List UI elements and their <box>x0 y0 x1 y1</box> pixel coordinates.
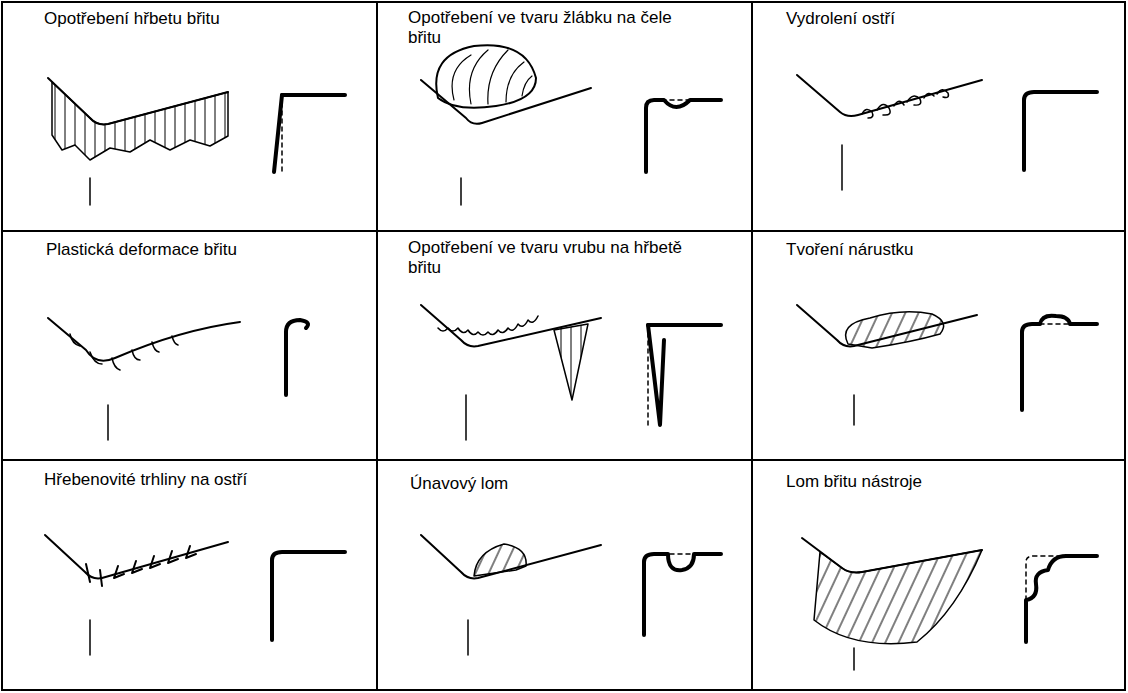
crater-wear-sketch <box>421 45 721 205</box>
cell-title: Opotřebení ve tvaru žlábku na čele břitu <box>408 8 708 48</box>
cell-title: Lom břitu nástroje <box>786 472 1086 492</box>
cell-title: Opotřebení hřbetu břitu <box>44 9 344 29</box>
cell-title: Plastická deformace břitu <box>46 240 356 260</box>
cell-title: Vydrolení ostří <box>786 9 1086 29</box>
notch-wear-sketch <box>421 305 721 440</box>
fatigue-fracture-sketch <box>421 535 721 655</box>
plastic-deformation-sketch <box>48 318 308 440</box>
cell-title: Opotřebení ve tvaru vrubu na hřbetě břit… <box>408 238 708 278</box>
chipping-sketch <box>797 75 1097 190</box>
cell-title: Hřebenovité trhliny na ostří <box>44 470 364 490</box>
comb-cracks-sketch <box>45 535 345 655</box>
built-up-edge-sketch <box>797 305 1097 425</box>
cell-title: Únavový lom <box>410 474 710 494</box>
breakage-sketch <box>802 538 1097 670</box>
flank-wear-sketch <box>48 78 345 205</box>
cell-title: Tvoření nárustku <box>786 240 1086 260</box>
